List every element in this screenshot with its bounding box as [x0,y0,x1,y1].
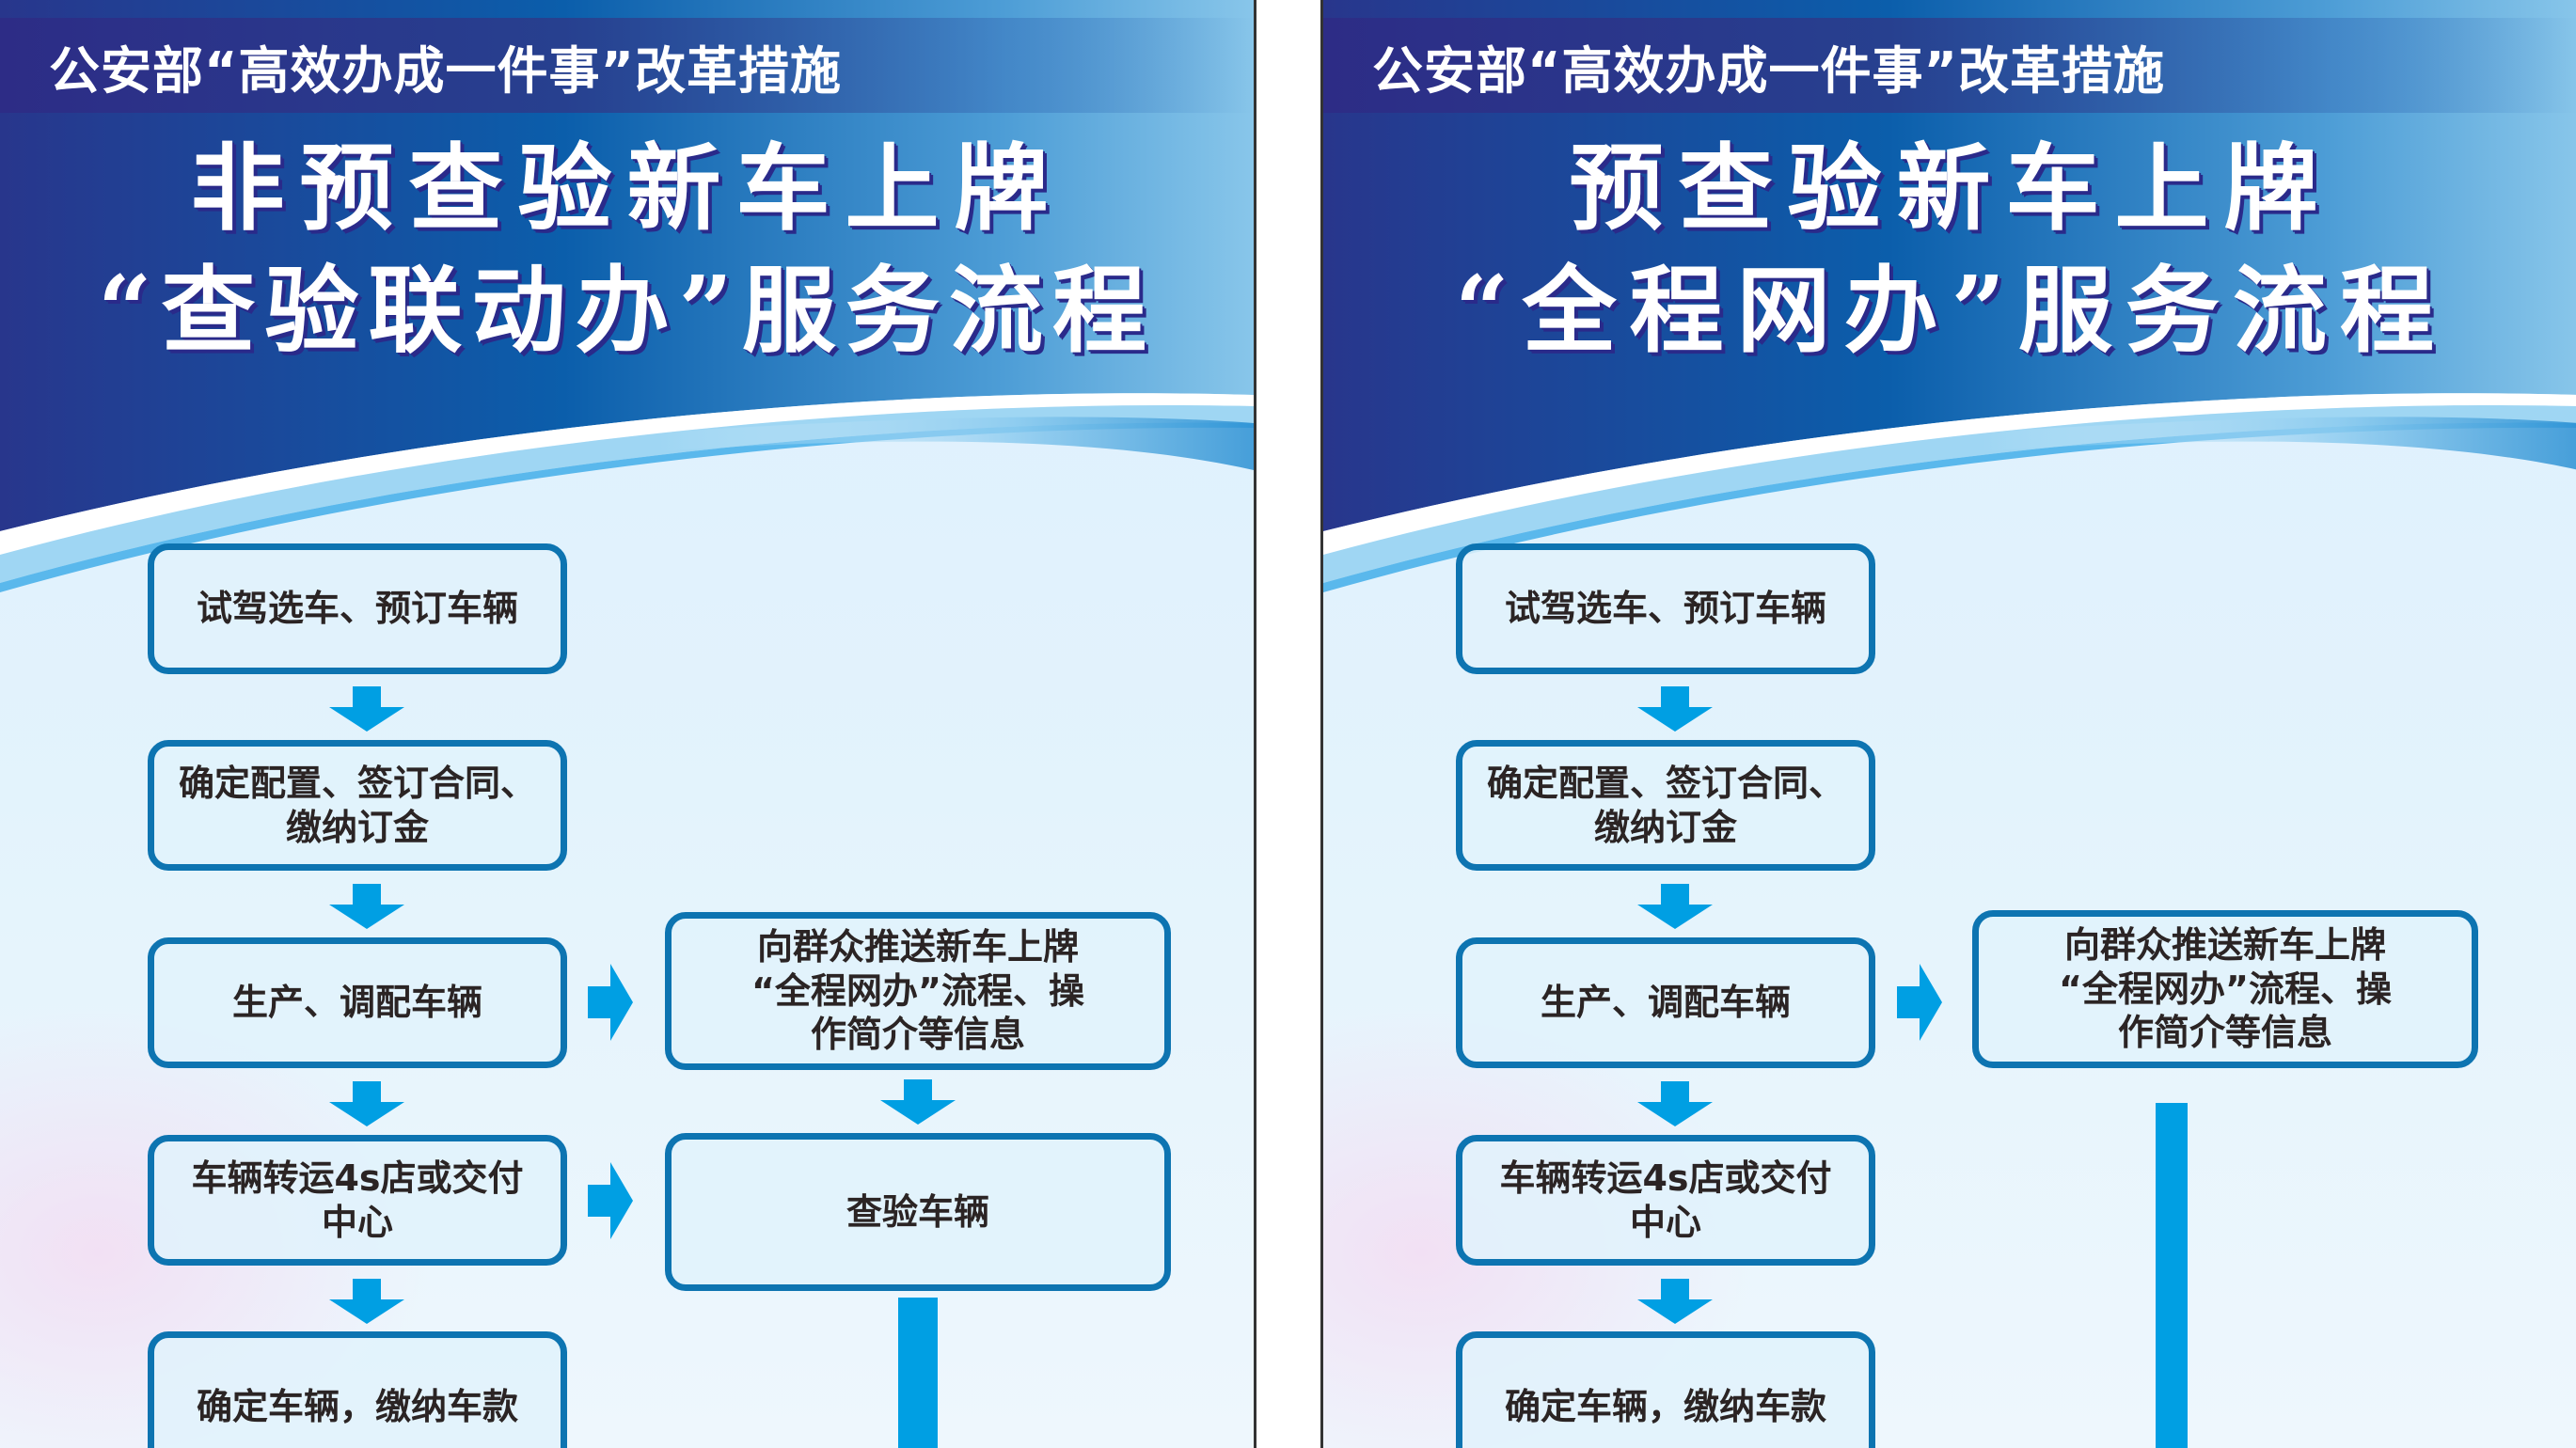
title-line-2: “查验联动办”服务流程 [97,255,1157,366]
connector-bar [2156,1103,2188,1448]
title-line-1: 非预查验新车上牌 [190,133,1064,244]
title-line-1: 预查验新车上牌 [1569,133,2333,244]
wave-graphic [1323,0,2576,592]
poster-panel-non-precheck: 公安部“高效办成一件事”改革措施 非预查验新车上牌 “查验联动办”服务流程 试驾… [0,0,1256,1448]
step-test-drive: 试驾选车、预订车辆 [148,543,567,674]
arrow-down-icon [329,1279,404,1324]
arrow-down-icon [1637,686,1713,732]
step-sign-contract: 确定配置、签订合同、 缴纳订金 [148,740,567,871]
banner-text: 公安部“高效办成一件事”改革措施 [1372,41,2165,101]
banner-text: 公安部“高效办成一件事”改革措施 [49,41,842,101]
arrow-down-icon [1637,884,1713,929]
header-background [0,0,1254,602]
arrow-right-icon [1897,964,1942,1041]
wave-graphic [0,0,1254,592]
step-pay-vehicle: 确定车辆，缴纳车款 [148,1331,567,1448]
arrow-down-icon [329,686,404,732]
arrow-down-icon [880,1079,956,1125]
step-produce-vehicle: 生产、调配车辆 [148,937,567,1068]
connector-bar [898,1298,938,1448]
step-produce-vehicle: 生产、调配车辆 [1456,937,1875,1068]
arrow-right-icon [588,964,633,1041]
poster-panel-precheck: 公安部“高效办成一件事”改革措施 预查验新车上牌 “全程网办”服务流程 试驾选车… [1320,0,2576,1448]
header-background [1323,0,2576,602]
banner-strip: 公安部“高效办成一件事”改革措施 [1323,18,2576,113]
step-push-info: 向群众推送新车上牌 “全程网办”流程、操 作简介等信息 [1972,910,2478,1068]
step-test-drive: 试驾选车、预订车辆 [1456,543,1875,674]
step-push-info: 向群众推送新车上牌 “全程网办”流程、操 作简介等信息 [665,912,1171,1070]
title-line-2: “全程网办”服务流程 [1454,255,2448,366]
arrow-down-icon [1637,1081,1713,1126]
arrow-down-icon [1637,1279,1713,1324]
arrow-right-icon [588,1162,633,1239]
banner-strip: 公安部“高效办成一件事”改革措施 [0,18,1254,113]
arrow-down-icon [329,884,404,929]
step-transfer-4s: 车辆转运4s店或交付 中心 [148,1135,567,1266]
step-sign-contract: 确定配置、签订合同、 缴纳订金 [1456,740,1875,871]
arrow-down-icon [329,1081,404,1126]
step-pay-vehicle: 确定车辆，缴纳车款 [1456,1331,1875,1448]
step-transfer-4s: 车辆转运4s店或交付 中心 [1456,1135,1875,1266]
step-inspect-vehicle: 查验车辆 [665,1133,1171,1291]
